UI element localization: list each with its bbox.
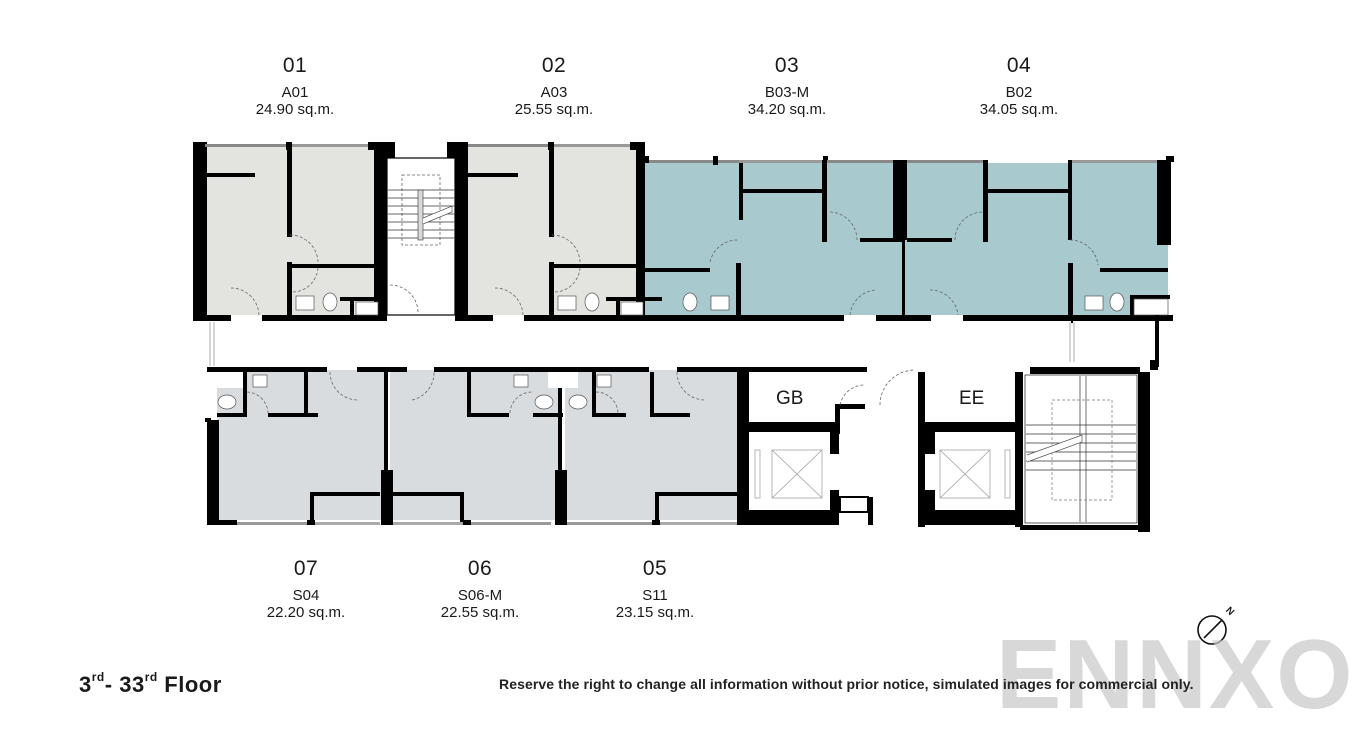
room-label-gb: GB [776,388,804,409]
corridor-end-windows [209,322,1075,366]
unit-number: 01 [282,54,308,77]
unit-label-05: 05 S11 23.15 sq.m. [575,557,735,622]
stair-top [386,157,456,316]
fixtures-top [295,292,1169,316]
watermark: ENNXO [996,619,1352,729]
walls-bottom [205,367,867,525]
unit-type: S06-M [457,587,503,605]
north-arrow-icon [1197,615,1227,645]
corridor [231,321,1071,367]
floor-end: 33 [119,672,145,697]
unit-number: 03 [774,54,800,77]
unit-area: 34.05 sq.m. [979,101,1059,119]
core [749,360,1158,532]
unit-number: 07 [293,557,319,580]
unit-06[interactable] [390,370,560,520]
room-label-ee: EE [959,388,985,409]
floor-dash: - [104,672,120,697]
unit-area: 25.55 sq.m. [514,101,594,119]
unit-area: 23.15 sq.m. [615,604,695,622]
unit-area: 22.55 sq.m. [440,604,520,622]
doors-bottom [246,371,706,414]
unit-area: 34.20 sq.m. [747,101,827,119]
unit-area: 24.90 sq.m. [255,101,335,119]
unit-label-07: 07 S04 22.20 sq.m. [226,557,386,622]
floor-end-suffix: rd [144,670,158,684]
unit-number: 02 [541,54,567,77]
floor-title: 3rd- 33rd Floor [79,670,222,698]
unit-type: A03 [540,84,568,102]
floor-start-suffix: rd [91,670,105,684]
unit-number: 06 [467,557,493,580]
unit-number: 04 [1006,54,1032,77]
unit-area: 22.20 sq.m. [266,604,346,622]
disclaimer-text: Reserve the right to change all informat… [499,676,1194,692]
unit-label-04: 04 B02 34.05 sq.m. [939,54,1099,119]
unit-label-06: 06 S06-M 22.55 sq.m. [400,557,560,622]
walls-top [193,142,1174,323]
floor-word: Floor [157,672,222,697]
doors-top [230,211,1099,317]
unit-07[interactable] [217,370,385,520]
floor-start: 3 [79,672,92,697]
unit-number: 05 [642,557,668,580]
unit-type: B02 [1005,84,1033,102]
unit-type: B03-M [764,84,810,102]
unit-type: S11 [642,587,668,605]
unit-03[interactable] [645,163,902,315]
unit-type: S04 [292,587,320,605]
unit-type: A01 [281,84,309,102]
unit-label-03: 03 B03-M 34.20 sq.m. [707,54,867,119]
unit-label-02: 02 A03 25.55 sq.m. [474,54,634,119]
unit-label-01: 01 A01 24.90 sq.m. [215,54,375,119]
fixtures-bottom [217,374,612,410]
